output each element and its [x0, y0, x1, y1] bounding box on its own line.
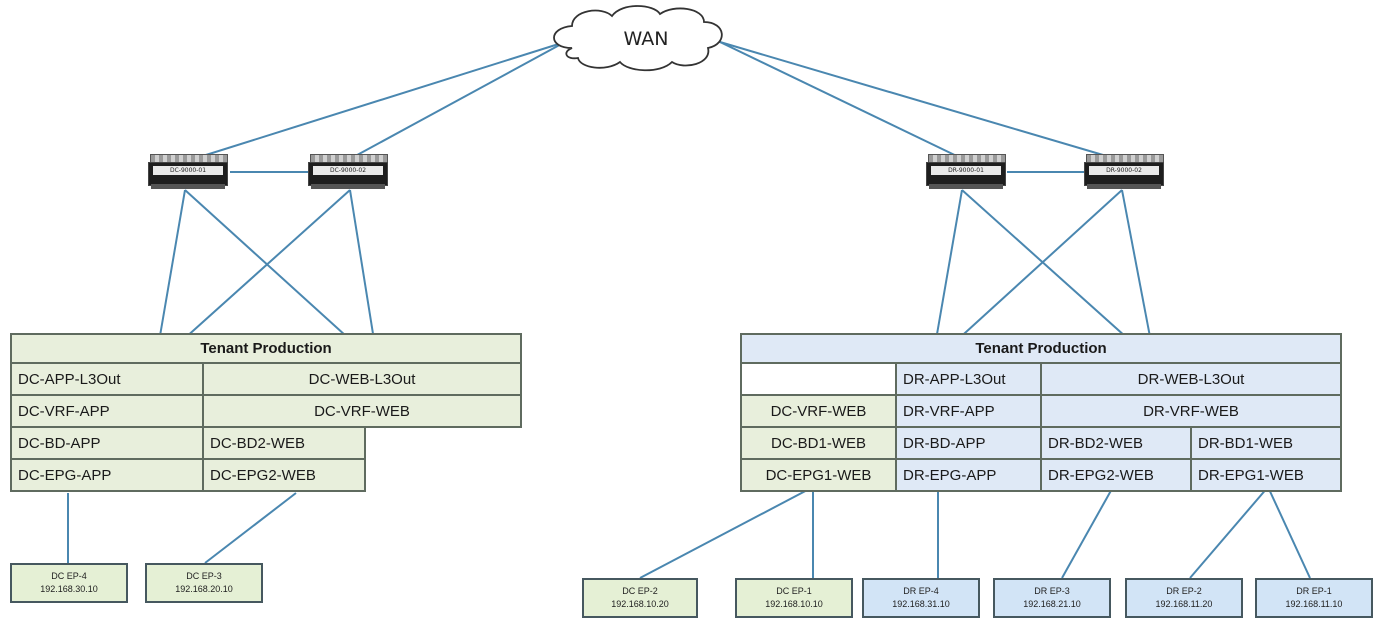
endpoint-name: DC EP-4 — [51, 571, 87, 581]
endpoint-name: DR EP-4 — [903, 586, 939, 596]
link-ep2-dc — [639, 486, 814, 579]
dr-app-l3out: DR-APP-L3Out — [895, 362, 1042, 396]
link-wan-dc02 — [347, 41, 566, 161]
endpoint-dr-ep-1: DR EP-1 192.168.11.10 — [1255, 578, 1373, 618]
dc-vrf-app: DC-VRF-APP — [10, 394, 204, 428]
endpoint-dc-ep-4: DC EP-4 192.168.30.10 — [10, 563, 128, 603]
dc-bd-app: DC-BD-APP — [10, 426, 204, 460]
endpoint-ip: 192.168.21.10 — [1023, 599, 1081, 609]
router-label: DR-9000-02 — [1089, 166, 1159, 175]
link-ep1-dr — [1267, 486, 1311, 579]
link-wan-dr01 — [719, 41, 966, 161]
router-label: DR-9000-01 — [931, 166, 1001, 175]
dr-epg1-web: DR-EPG1-WEB — [1189, 458, 1343, 492]
endpoint-dr-ep-4: DR EP-4 192.168.31.10 — [862, 578, 980, 618]
dc-epg-app: DC-EPG-APP — [10, 458, 204, 492]
dr-epg2-web: DR-EPG2-WEB — [1040, 458, 1192, 492]
endpoint-name: DC EP-2 — [622, 586, 658, 596]
dc-epg2-web: DC-EPG2-WEB — [202, 458, 366, 492]
endpoint-ip: 192.168.10.20 — [611, 599, 669, 609]
router-label: DC-9000-02 — [313, 166, 383, 175]
endpoint-ip: 192.168.20.10 — [175, 584, 233, 594]
router-dr-9000-01: DR-9000-01 — [926, 154, 1006, 190]
endpoint-name: DC EP-1 — [776, 586, 812, 596]
dr-epg-app: DR-EPG-APP — [895, 458, 1042, 492]
endpoint-dc-ep-1: DC EP-1 192.168.10.10 — [735, 578, 853, 618]
endpoint-name: DC EP-3 — [186, 571, 222, 581]
endpoint-ip: 192.168.11.20 — [1155, 599, 1213, 609]
router-dc-9000-02: DC-9000-02 — [308, 154, 388, 190]
link-ep2-dr — [1189, 486, 1269, 579]
wan-cloud-icon — [553, 5, 723, 72]
endpoint-dc-ep-3: DC EP-3 192.168.20.10 — [145, 563, 263, 603]
dr-bd2-web: DR-BD2-WEB — [1040, 426, 1192, 460]
endpoint-name: DR EP-1 — [1296, 586, 1332, 596]
dr-bd-app: DR-BD-APP — [895, 426, 1042, 460]
dr-dc-epg1-web: DC-EPG1-WEB — [740, 458, 897, 492]
dr-tenant-title: Tenant Production — [739, 333, 1343, 364]
dc-web-l3out: DC-WEB-L3Out — [201, 362, 523, 396]
link-ep3-dr — [1061, 486, 1114, 579]
router-label: DC-9000-01 — [153, 166, 223, 175]
endpoint-dr-ep-2: DR EP-2 192.168.11.20 — [1125, 578, 1243, 618]
dr-dc-bd1-web: DC-BD1-WEB — [740, 426, 897, 460]
wan-label: WAN — [623, 28, 669, 50]
dc-bd2-web: DC-BD2-WEB — [202, 426, 366, 460]
endpoint-name: DR EP-2 — [1166, 586, 1202, 596]
dr-tenant-table: Tenant Production DR-APP-L3Out DR-WEB-L3… — [739, 333, 1343, 492]
dr-vrf-app: DR-VRF-APP — [895, 394, 1042, 428]
dc-tenant-table: Tenant Production DC-APP-L3Out DC-WEB-L3… — [9, 333, 523, 492]
router-dr-9000-02: DR-9000-02 — [1084, 154, 1164, 190]
dr-web-l3out: DR-WEB-L3Out — [1039, 362, 1343, 396]
dr-vrf-web: DR-VRF-WEB — [1039, 394, 1343, 428]
link-wan-dr02 — [719, 41, 1121, 161]
link-ep3-dc — [204, 492, 297, 564]
endpoint-ip: 192.168.31.10 — [892, 599, 950, 609]
endpoint-ip: 192.168.11.10 — [1285, 599, 1343, 609]
link-wan-dc01 — [189, 41, 566, 161]
dr-dc-vrf-web: DC-VRF-WEB — [740, 394, 897, 428]
endpoint-ip: 192.168.10.10 — [765, 599, 823, 609]
endpoint-dc-ep-2: DC EP-2 192.168.10.20 — [582, 578, 698, 618]
endpoint-name: DR EP-3 — [1034, 586, 1070, 596]
dr-bd1-web: DR-BD1-WEB — [1189, 426, 1343, 460]
endpoint-ip: 192.168.30.10 — [40, 584, 98, 594]
dc-vrf-web: DC-VRF-WEB — [201, 394, 523, 428]
dc-app-l3out: DC-APP-L3Out — [10, 362, 204, 396]
router-dc-9000-01: DC-9000-01 — [148, 154, 228, 190]
dc-tenant-title: Tenant Production — [9, 333, 523, 364]
endpoint-dr-ep-3: DR EP-3 192.168.21.10 — [993, 578, 1111, 618]
